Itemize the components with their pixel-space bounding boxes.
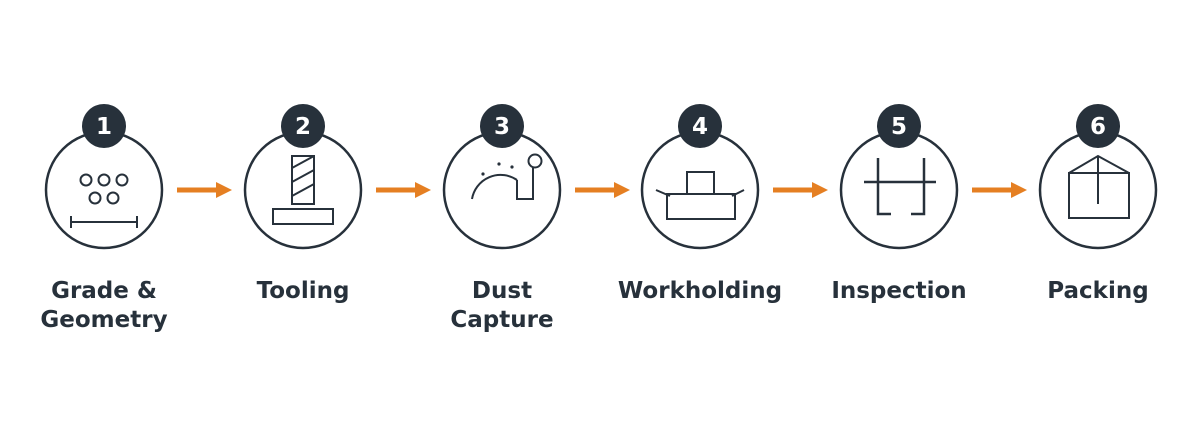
step-1-number: 1 — [96, 114, 112, 140]
step-1-circle — [44, 130, 164, 250]
step-4-badge — [678, 104, 722, 148]
arrow-4-to-5 — [773, 182, 828, 198]
arrow-2-to-3 — [376, 182, 431, 198]
arrow-3-to-4 — [575, 182, 630, 198]
step-6-number: 6 — [1090, 114, 1106, 140]
arrow-1-to-2 — [177, 182, 232, 198]
step-2-number: 2 — [295, 114, 311, 140]
step-1: 1 — [44, 104, 164, 250]
step-3-badge — [480, 104, 524, 148]
step-2-badge — [281, 104, 325, 148]
step-3-label: Dust Capture — [450, 278, 554, 333]
step-4-circle — [640, 130, 760, 250]
step-4-label: Workholding — [617, 278, 783, 304]
arrow-5-to-6 — [972, 182, 1027, 198]
step-5: 5 — [839, 104, 959, 250]
step-5-label: Inspection — [831, 278, 967, 304]
step-4-number: 4 — [692, 114, 708, 140]
step-2: 2 — [243, 104, 363, 250]
step-4: 4 — [640, 104, 760, 250]
workholding-icon — [655, 171, 745, 220]
grade-geometry-icon — [70, 173, 138, 228]
step-6: 6 — [1038, 104, 1158, 250]
step-1-label: Grade & Geometry — [40, 278, 168, 333]
step-5-circle — [839, 130, 959, 250]
step-6-label: Packing — [1047, 278, 1149, 304]
step-1-badge — [82, 104, 126, 148]
step-6-badge — [1076, 104, 1120, 148]
step-3-circle — [442, 130, 562, 250]
step-2-label: Tooling — [256, 278, 350, 304]
tooling-icon — [272, 155, 334, 225]
step-5-number: 5 — [891, 114, 907, 140]
inspection-icon — [864, 158, 936, 216]
step-5-badge — [877, 104, 921, 148]
dust-capture-icon — [471, 153, 543, 200]
packing-icon — [1068, 154, 1130, 219]
flow-arrows — [177, 182, 1027, 198]
step-3-number: 3 — [494, 114, 510, 140]
step-3: 3 — [442, 104, 562, 250]
